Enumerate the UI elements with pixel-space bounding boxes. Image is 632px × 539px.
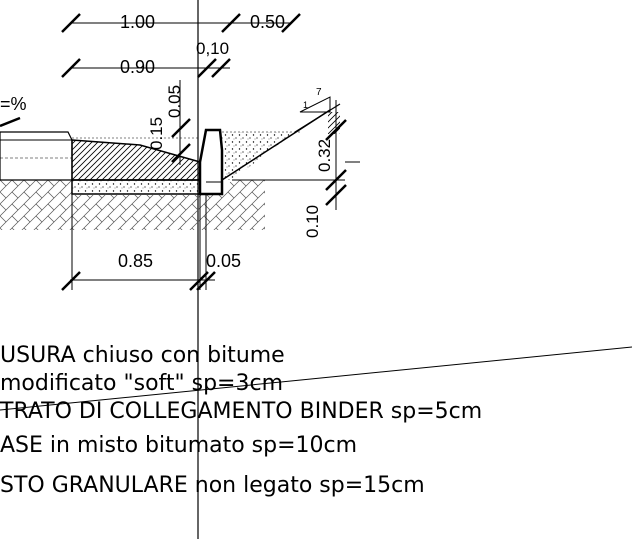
tick bbox=[325, 184, 347, 206]
dim-inner-width: 0.90 bbox=[120, 57, 155, 77]
note-line-5: STO GRANULARE non legato sp=15cm bbox=[0, 473, 425, 498]
tick bbox=[171, 118, 191, 138]
svg-text:1: 1 bbox=[303, 100, 308, 110]
note-line-1: USURA chiuso con bitume bbox=[0, 343, 285, 368]
dim-curb-width: 0,10 bbox=[196, 39, 229, 58]
tick bbox=[61, 13, 81, 33]
note-line-3: TRATO DI COLLEGAMENTO BINDER sp=5cm bbox=[0, 399, 482, 424]
note-line-4: ASE in misto bitumato sp=10cm bbox=[0, 433, 357, 458]
dim-depth-b: 0.15 bbox=[147, 117, 166, 150]
dim-bottom-offset: 0.05 bbox=[206, 251, 241, 271]
tick bbox=[61, 58, 81, 78]
tick bbox=[189, 271, 209, 291]
dim-slope-height: 0.32 bbox=[315, 139, 334, 172]
tick bbox=[196, 271, 216, 291]
tick bbox=[325, 119, 347, 141]
tick bbox=[211, 58, 231, 78]
existing-pavement bbox=[0, 131, 73, 181]
slope-triangle bbox=[299, 96, 331, 113]
dim-base-depth: 0.10 bbox=[303, 205, 322, 238]
tick bbox=[197, 58, 217, 78]
dim-bottom-width: 0.85 bbox=[118, 251, 153, 271]
dim-depth-a: 0.05 bbox=[165, 85, 184, 118]
dim-right-width: 0.50 bbox=[250, 12, 285, 32]
diagonal-section-line bbox=[0, 346, 632, 411]
arrow-icon bbox=[0, 116, 21, 128]
ground-fill bbox=[0, 180, 265, 230]
asphalt-layer bbox=[71, 139, 201, 181]
note-line-2: modificato "soft" sp=3cm bbox=[0, 371, 283, 396]
tick bbox=[61, 271, 81, 291]
fall-label: =% bbox=[0, 94, 27, 114]
tick bbox=[171, 143, 191, 163]
curb bbox=[198, 128, 224, 196]
dim-top-width: 1.00 bbox=[120, 12, 155, 32]
tick bbox=[221, 13, 241, 33]
slope-ratio-label: 7 bbox=[316, 87, 322, 98]
tick bbox=[281, 13, 301, 33]
